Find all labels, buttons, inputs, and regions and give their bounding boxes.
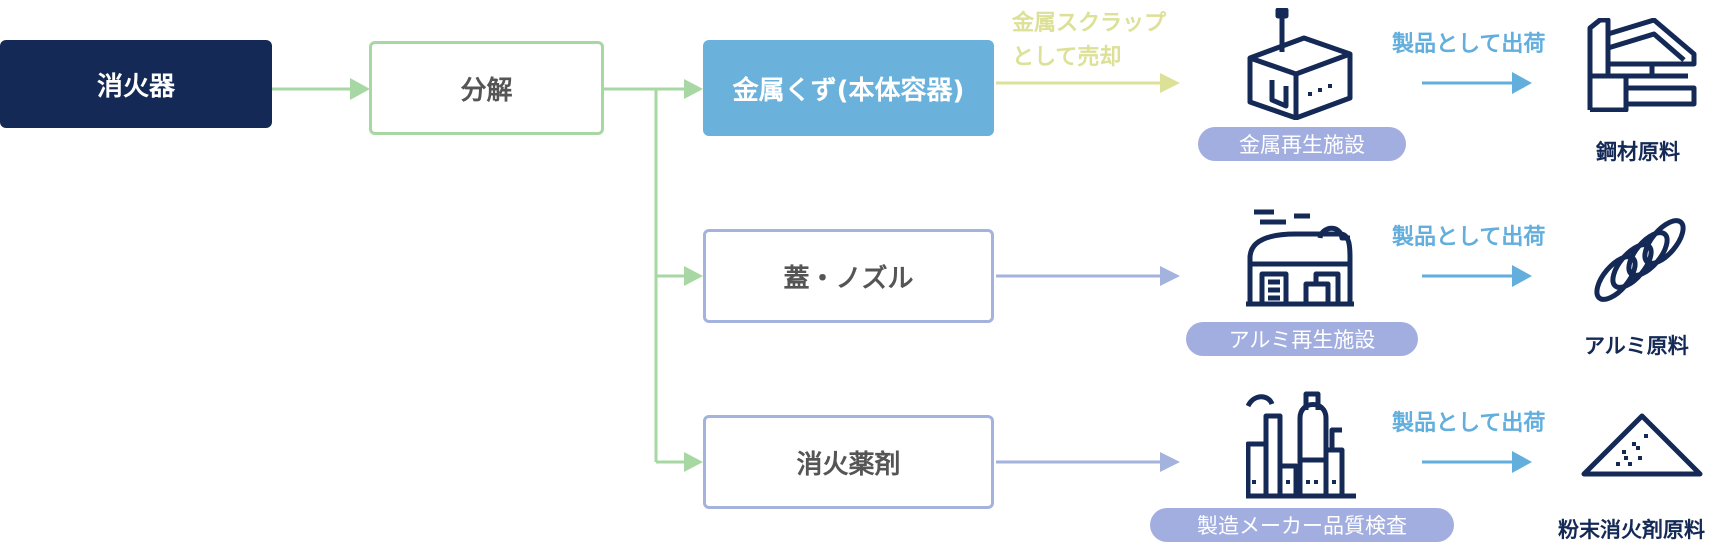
source-label: 消火器 [96, 71, 175, 102]
powder-pile-icon [1581, 413, 1703, 477]
ship-label-1: 製品として出荷 [1392, 32, 1546, 57]
step-label: 分解 [460, 75, 513, 106]
facility-pill-3: 製造メーカー品質検査 [1150, 508, 1454, 542]
scrap-note-line1: 金属スクラップ [1012, 11, 1167, 36]
facility-label-2: アルミ再生施設 [1228, 328, 1376, 352]
arrowhead-source-to-step [350, 78, 370, 100]
arrowhead-output2-facility [1160, 266, 1180, 286]
arrowhead-output-1 [684, 79, 703, 99]
facility-pill-1: 金属再生施設 [1198, 127, 1406, 161]
factory-icon [1247, 8, 1353, 120]
arrowhead-output3-facility [1160, 452, 1180, 472]
arrowhead-scrap [1160, 73, 1180, 93]
ship-arrowhead-2 [1512, 265, 1532, 287]
material-label-2: アルミ原料 [1584, 334, 1689, 358]
source-box: 消火器 [0, 40, 272, 128]
ship-label-2: 製品として出荷 [1392, 225, 1546, 250]
output-label-2: 蓋・ノズル [783, 263, 914, 294]
facility-label-1: 金属再生施設 [1239, 133, 1365, 157]
plant-icon [1246, 391, 1356, 499]
output-label-3: 消火薬剤 [796, 449, 901, 480]
arrowhead-output-3 [684, 452, 703, 472]
output-label-1: 金属くず(本体容器) [732, 75, 965, 106]
facility-label-3: 製造メーカー品質検査 [1197, 514, 1407, 538]
warehouse-icon [1246, 209, 1354, 307]
step-box: 分解 [369, 41, 604, 135]
ship-label-3: 製品として出荷 [1392, 411, 1546, 436]
arrowhead-output-2 [684, 266, 703, 286]
ship-arrowhead-1 [1512, 72, 1532, 94]
material-label-3: 粉末消火剤原料 [1558, 518, 1705, 542]
coil-spring-icon [1594, 218, 1686, 302]
material-label-1: 鋼材原料 [1596, 140, 1680, 164]
scrap-note: 金属スクラップ として売却 [1012, 7, 1166, 75]
output-box-2: 蓋・ノズル [703, 229, 994, 323]
output-box-1: 金属くず(本体容器) [703, 40, 994, 136]
scrap-note-line2: として売却 [1012, 45, 1122, 70]
facility-pill-2: アルミ再生施設 [1186, 322, 1418, 356]
steel-frame-icon [1587, 18, 1697, 112]
output-box-3: 消火薬剤 [703, 415, 994, 509]
ship-arrowhead-3 [1512, 451, 1532, 473]
